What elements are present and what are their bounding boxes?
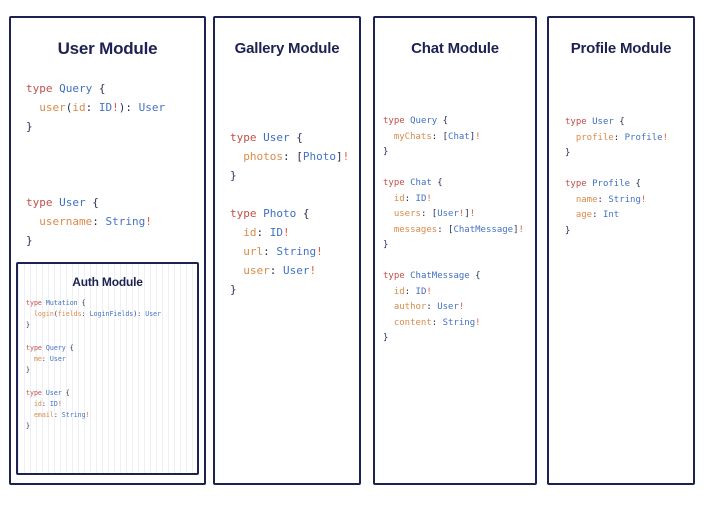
schema-code-user: type Query { user(id: ID!): User } type … xyxy=(26,82,166,247)
module-panel-chat[interactable]: Chat Module type Query { myChats: [Chat]… xyxy=(373,16,537,485)
module-panel-gallery[interactable]: Gallery Module type User { photos: [Phot… xyxy=(213,16,361,485)
module-panel-profile[interactable]: Profile Module type User { profile: Prof… xyxy=(547,16,695,485)
panel-title-chat: Chat Module xyxy=(411,40,499,57)
schema-code-auth: type Mutation { login(fields: LoginField… xyxy=(26,299,162,431)
module-panel-user[interactable]: User Module type Query { user(id: ID!): … xyxy=(9,16,206,485)
schema-code-gallery: type User { photos: [Photo]! } type Phot… xyxy=(230,131,350,296)
panel-title-user: User Module xyxy=(57,39,158,58)
schema-code-chat: type Query { myChats: [Chat]! } type Cha… xyxy=(383,116,524,343)
module-panel-auth[interactable]: Auth Module type Mutation { login(fields… xyxy=(16,262,199,475)
schema-code-profile: type User { profile: Profile! } type Pro… xyxy=(565,117,668,236)
panel-title-gallery: Gallery Module xyxy=(234,40,340,57)
panel-title-profile: Profile Module xyxy=(570,40,672,57)
panel-title-auth: Auth Module xyxy=(72,275,143,289)
